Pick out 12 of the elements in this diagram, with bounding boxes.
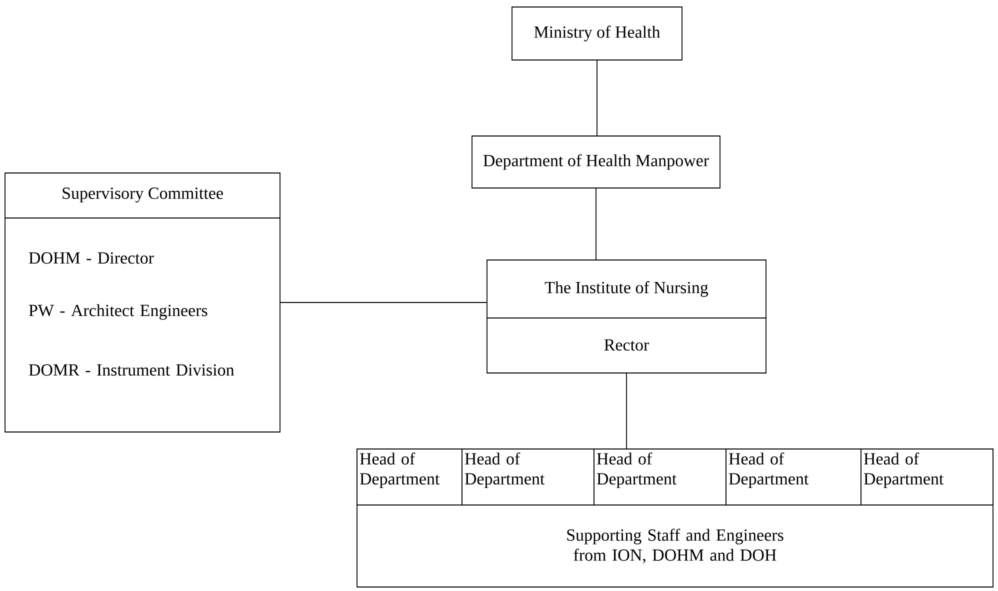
committee-box: Supervisory Committee DOHM - Director PW - Architect Engineers DOMR - Instrument Division: [4, 172, 280, 432]
connector-line: [596, 60, 598, 136]
department-cell: Head of Department: [594, 448, 726, 506]
department-cell: Head of Department: [860, 448, 994, 506]
org-box: Department of Health Manpower: [472, 136, 720, 188]
department-cell: Head of Department: [356, 448, 462, 506]
connector-line: [626, 373, 627, 449]
department-cell: Head of Department: [726, 448, 862, 506]
department-cell: Head of Department: [462, 448, 594, 506]
connector-line: [280, 302, 487, 303]
org-box: Ministry of Health: [512, 6, 682, 60]
institute-box: The Institute of Nursing Rector: [486, 260, 766, 374]
